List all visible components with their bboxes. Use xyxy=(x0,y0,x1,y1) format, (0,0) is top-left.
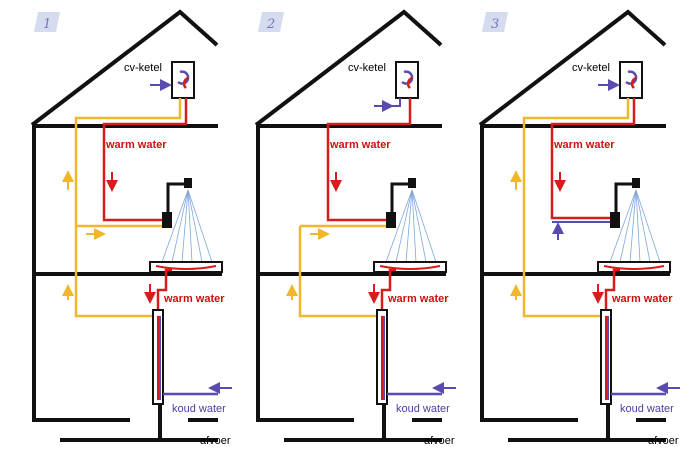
boiler: cv-ketel xyxy=(124,61,195,99)
hot-pipe-lower xyxy=(604,268,620,312)
warm-water-label: warm water xyxy=(387,293,449,305)
heat-exchanger xyxy=(152,309,218,405)
panel-3: 3 cv-ketel warm water xyxy=(478,9,680,447)
heat-exchanger xyxy=(600,309,666,405)
boiler-label: cv-ketel xyxy=(124,62,162,74)
drain-label: afvoer xyxy=(200,435,231,447)
heat-exchanger xyxy=(376,309,442,405)
yellow-pipe xyxy=(522,98,630,318)
panel-number: 1 xyxy=(43,17,51,32)
warm-water-label: warm water xyxy=(611,293,673,305)
panel-2: 2 cv-ketel warm water xyxy=(254,9,456,447)
panel-1: 1 cv-ketel xyxy=(30,9,232,447)
yellow-pipe xyxy=(74,98,182,318)
panel-number-badge: 3 xyxy=(482,12,508,32)
warm-water-label: warm water xyxy=(329,139,391,151)
cold-water-label: koud water xyxy=(396,403,450,415)
shower xyxy=(597,178,671,273)
cold-water-label: koud water xyxy=(172,403,226,415)
hot-pipe-lower xyxy=(380,268,396,312)
panel-number: 2 xyxy=(266,17,275,32)
panel-number-badge: 1 xyxy=(34,12,60,32)
cold-water-label: koud water xyxy=(620,403,674,415)
house-outline xyxy=(478,9,670,442)
panel-number-badge: 2 xyxy=(258,12,284,32)
drain-label: afvoer xyxy=(424,435,455,447)
panel-number: 3 xyxy=(491,17,499,32)
boiler: cv-ketel xyxy=(572,61,643,99)
warm-water-label: warm water xyxy=(553,139,615,151)
boiler-label: cv-ketel xyxy=(572,62,610,74)
hot-pipe xyxy=(550,98,636,220)
boiler: cv-ketel xyxy=(348,61,419,112)
hot-pipe-lower xyxy=(156,268,172,312)
drain-label: afvoer xyxy=(648,435,679,447)
hot-pipe xyxy=(102,98,188,222)
hot-pipe xyxy=(326,98,412,222)
house-outline xyxy=(30,9,222,442)
warm-water-label: warm water xyxy=(163,293,225,305)
boiler-label: cv-ketel xyxy=(348,62,386,74)
house-outline xyxy=(254,9,446,442)
warm-water-label: warm water xyxy=(105,139,167,151)
